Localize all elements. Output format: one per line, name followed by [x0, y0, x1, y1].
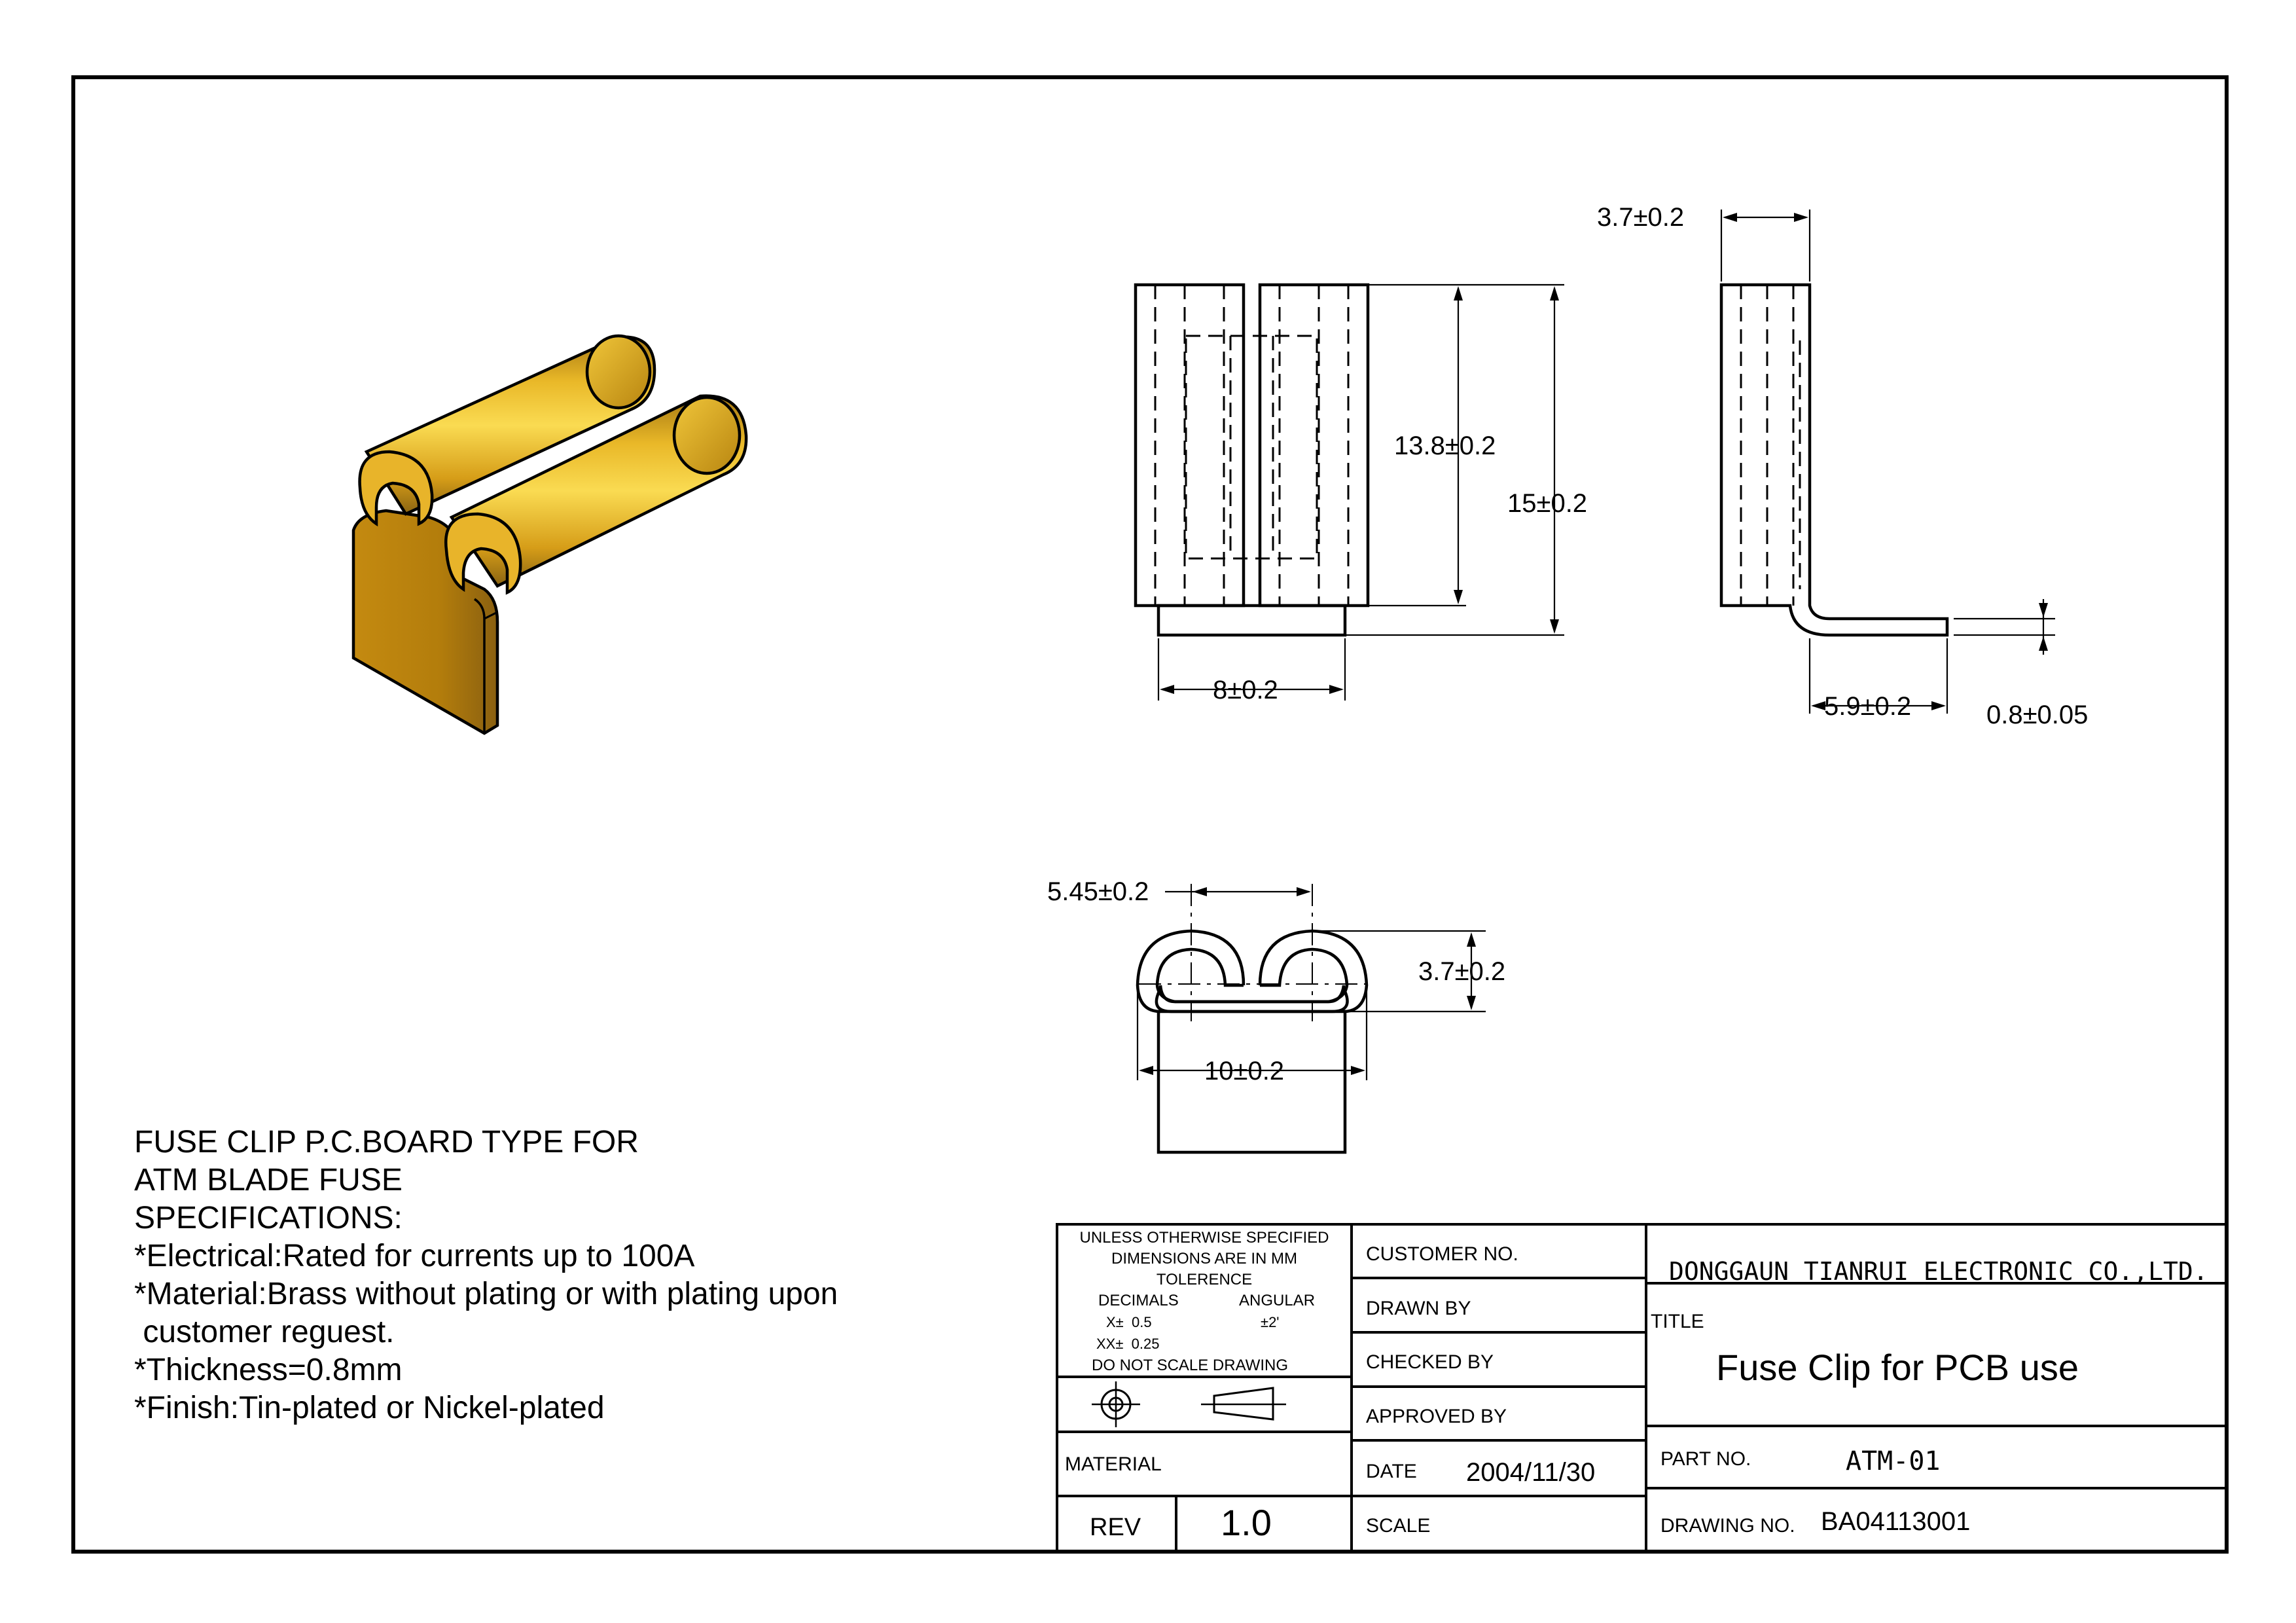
dim-side-thickness: 0.8±0.05 — [1986, 701, 2088, 729]
dim-side-width-top: 3.7±0.2 — [1597, 203, 1684, 232]
note-line-4: *Electrical:Rated for currents up to 100… — [134, 1239, 694, 1273]
angular-label: ANGULAR — [1239, 1292, 1315, 1309]
title-label: TITLE — [1651, 1311, 1704, 1332]
note-line-5: *Material:Brass without plating or with … — [134, 1277, 838, 1311]
specification-notes: FUSE CLIP P.C.BOARD TYPE FOR ATM BLADE F… — [134, 1125, 838, 1425]
company-name: DONGGAUN TIANRUI ELECTRONIC CO.,LTD. — [1669, 1257, 2208, 1286]
dim-side-foot-length: 5.9±0.2 — [1824, 692, 1911, 721]
xx-tolerance: XX± 0.25 — [1096, 1336, 1159, 1352]
drawn-by-label: DRAWN BY — [1366, 1298, 1471, 1319]
date-label: DATE — [1366, 1461, 1417, 1482]
x-tolerance: X± 0.5 — [1106, 1314, 1152, 1330]
side-view: 3.7±0.2 5.9±0.2 0.8±0.05 — [1597, 203, 2088, 729]
angular-tolerance: ±2' — [1261, 1314, 1280, 1330]
checked-by-label: CHECKED BY — [1366, 1351, 1494, 1373]
no-scale-note: DO NOT SCALE DRAWING — [1092, 1357, 1288, 1374]
top-view: 5.45±0.2 3.7±0.2 10±0.2 — [1047, 877, 1505, 1154]
rev-label: REV — [1090, 1514, 1141, 1541]
scale-label: SCALE — [1366, 1515, 1430, 1537]
drawing-no-label: DRAWING NO. — [1660, 1515, 1795, 1537]
date-value: 2004/11/30 — [1466, 1458, 1595, 1487]
taper-icon — [1201, 1387, 1286, 1421]
front-view: 13.8±0.2 15±0.2 8±0.2 — [1134, 283, 1587, 704]
note-line-3: SPECIFICATIONS: — [134, 1201, 403, 1235]
dim-front-width: 8±0.2 — [1213, 676, 1278, 704]
tolerance-line-2: DIMENSIONS ARE IN MM — [1111, 1250, 1297, 1267]
sheet-border — [71, 75, 2229, 1554]
note-line-7: *Thickness=0.8mm — [134, 1353, 402, 1387]
dim-front-height-total: 15±0.2 — [1507, 489, 1587, 518]
note-line-2: ATM BLADE FUSE — [134, 1163, 403, 1197]
isometric-view — [351, 334, 748, 735]
tolerance-line-3: TOLERENCE — [1157, 1271, 1252, 1288]
note-line-8: *Finish:Tin-plated or Nickel-plated — [134, 1391, 605, 1425]
material-label: MATERIAL — [1065, 1453, 1162, 1475]
part-no-value: ATM-01 — [1846, 1446, 1941, 1476]
rev-value: 1.0 — [1221, 1502, 1272, 1543]
dim-top-width: 10±0.2 — [1204, 1057, 1284, 1085]
target-icon — [1092, 1381, 1140, 1427]
approved-by-label: APPROVED BY — [1366, 1406, 1507, 1427]
drawing-no-value: BA04113001 — [1821, 1507, 1970, 1536]
title-value: Fuse Clip for PCB use — [1716, 1347, 2079, 1388]
part-no-label: PART NO. — [1660, 1448, 1751, 1470]
title-block: UNLESS OTHERWISE SPECIFIED DIMENSIONS AR… — [1056, 1223, 2228, 1553]
note-line-6: customer reguest. — [134, 1315, 395, 1349]
note-line-1: FUSE CLIP P.C.BOARD TYPE FOR — [134, 1125, 639, 1159]
decimals-label: DECIMALS — [1098, 1292, 1179, 1309]
dim-front-height-inner: 13.8±0.2 — [1394, 431, 1496, 460]
tolerance-line-1: UNLESS OTHERWISE SPECIFIED — [1080, 1229, 1329, 1247]
dim-top-height: 3.7±0.2 — [1418, 957, 1505, 986]
customer-no-label: CUSTOMER NO. — [1366, 1243, 1518, 1265]
dim-top-spacing: 5.45±0.2 — [1047, 877, 1149, 906]
